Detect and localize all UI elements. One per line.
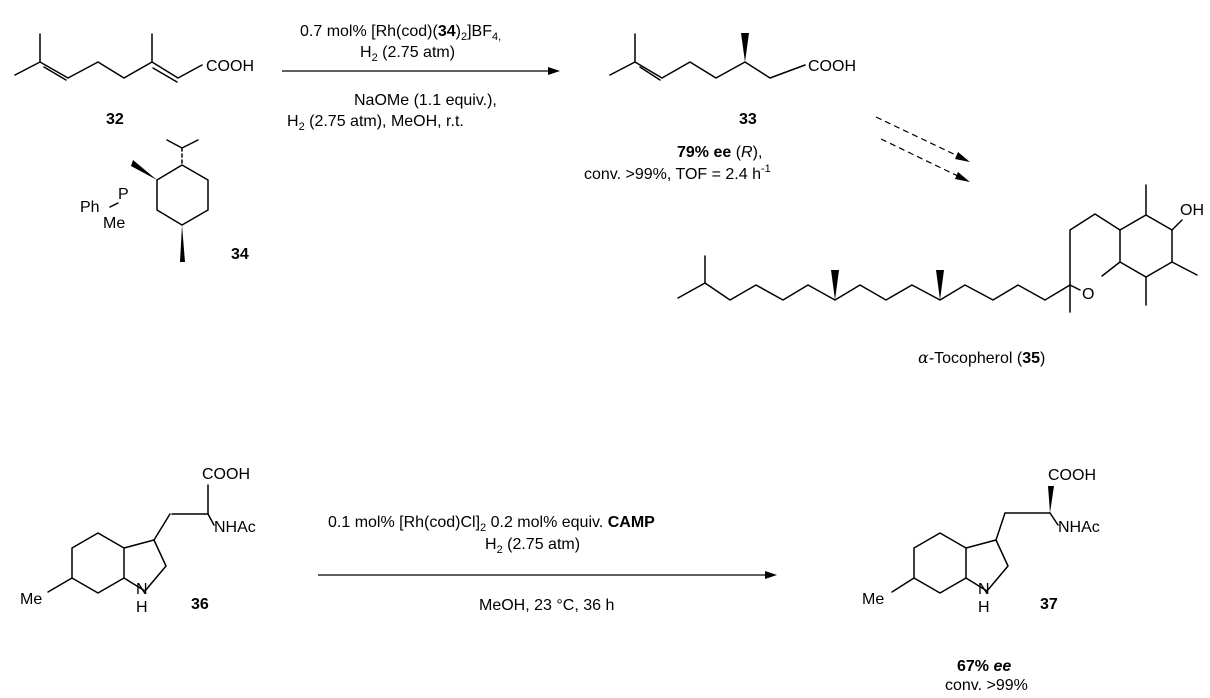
reaction-1-solvent-text: H2 (2.75 atm), MeOH, r.t. [287, 113, 464, 133]
compound-37-label: 37 [1040, 596, 1058, 613]
compound-37-methyl: Me [862, 591, 884, 608]
ligand-ph: Ph [80, 199, 100, 216]
compound-36-label: 36 [191, 596, 209, 613]
compound-33-structure: COOH [609, 33, 856, 81]
ligand-34-structure: Ph P Me [80, 139, 209, 262]
compound-37-structure: COOH NHAc Me N H [862, 467, 1100, 616]
compound-37-ee: 67% ee [957, 658, 1011, 675]
compound-36-indole-n: N [136, 581, 148, 598]
compound-37-conversion: conv. >99% [945, 677, 1028, 694]
reaction-arrow-1 [282, 67, 560, 75]
compound-33-label: 33 [739, 111, 757, 128]
compound-37-nhac: NHAc [1058, 519, 1100, 536]
compound-35-name: α-Tocopherol (35) [918, 348, 1045, 367]
compound-32-acid-label: COOH [206, 58, 254, 75]
compound-37-indole-n: N [978, 581, 990, 598]
compound-35-ring-o: O [1082, 286, 1094, 303]
ligand-34-label: 34 [231, 246, 249, 263]
reaction-2-catalyst-text: 0.1 mol% [Rh(cod)Cl]2 0.2 mol% equiv. CA… [328, 514, 655, 534]
compound-33-conversion: conv. >99%, TOF = 2.4 h-1 [584, 163, 771, 183]
compound-36-acid: COOH [202, 466, 250, 483]
compound-36-structure: COOH NHAc Me N H [20, 466, 256, 616]
reaction-2-solvent-text: MeOH, 23 °C, 36 h [479, 597, 614, 614]
reaction-1-catalyst-text: 0.7 mol% [Rh(cod)(34)2]BF4, [300, 23, 501, 43]
compound-35-structure: O OH [677, 184, 1204, 313]
compound-37-indole-h: H [978, 599, 990, 616]
compound-32-structure: COOH [14, 33, 254, 83]
retro-dashed-arrows [875, 116, 970, 182]
reaction-2-pressure-text: H2 (2.75 atm) [485, 536, 580, 556]
compound-33-acid-label: COOH [808, 58, 856, 75]
ligand-p: P [118, 186, 129, 203]
reaction-arrow-2 [318, 571, 777, 579]
reaction-1-base-text: NaOMe (1.1 equiv.), [354, 92, 497, 109]
compound-36-nhac: NHAc [214, 519, 256, 536]
compound-33-ee: 79% ee (R), [677, 144, 762, 161]
compound-37-acid: COOH [1048, 467, 1096, 484]
reaction-1-pressure-text: H2 (2.75 atm) [360, 44, 455, 64]
compound-32-label: 32 [106, 111, 124, 128]
compound-36-methyl: Me [20, 591, 42, 608]
compound-36-indole-h: H [136, 599, 148, 616]
ligand-me: Me [103, 215, 125, 232]
compound-35-hydroxyl: OH [1180, 202, 1204, 219]
